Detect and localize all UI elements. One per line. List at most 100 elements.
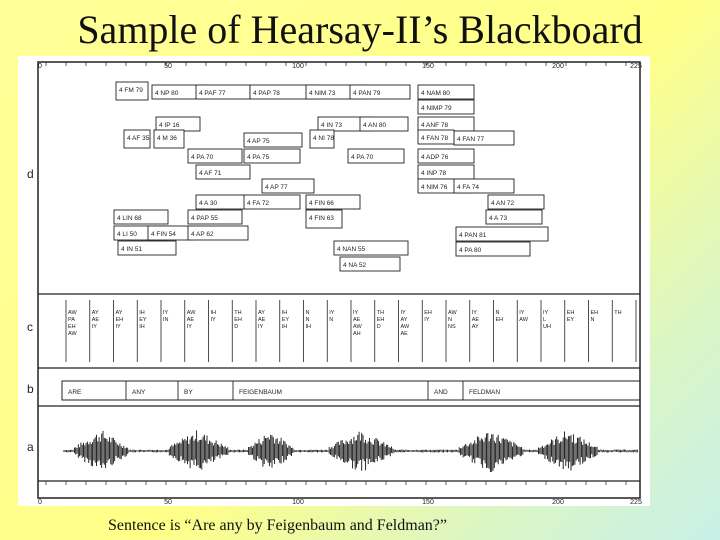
hypothesis-label: 4 PAN 79 [353, 90, 381, 97]
segment-label-line: AY [401, 317, 408, 323]
hypothesis-box: 4 M 36 [153, 129, 185, 149]
hypothesis-label: 4 NI 78 [313, 135, 334, 142]
hypothesis-rect [417, 129, 455, 145]
segment-label-line: AE [187, 317, 195, 323]
hypothesis-box: 4 PA 80 [455, 241, 531, 257]
hypothesis-label: 4 AN 80 [363, 122, 387, 129]
time-tick-label: 100 [292, 499, 304, 506]
segment-label-line: AY [116, 310, 123, 316]
hypothesis-box: 4 ADP 76 [417, 148, 475, 164]
hypothesis-label: 4 FAN 77 [457, 136, 484, 143]
hypothesis-box: 4 A 30 [195, 194, 251, 210]
hypothesis-rect [195, 164, 251, 180]
segment-label-line: IY [519, 310, 525, 316]
hypothesis-box: 4 AF 71 [195, 164, 251, 180]
hypothesis-label: 4 IN 73 [321, 122, 342, 129]
hypothesis-rect [333, 240, 409, 256]
time-tick-label: 0 [38, 499, 42, 506]
hypothesis-box: 4 FA 72 [243, 194, 301, 210]
segment-label-line: TH [614, 310, 621, 316]
segment-label-line: AW [68, 331, 77, 337]
hypothesis-box: 4 AN 72 [487, 194, 545, 210]
segment-label-line: IH [139, 324, 145, 330]
hypothesis-box: 4 FIN 66 [305, 194, 361, 210]
hypothesis-label: 4 NIMP 79 [421, 105, 452, 112]
word-hypothesis: ANY [132, 389, 146, 396]
segment-label-line: AE [258, 317, 266, 323]
hypothesis-rect [347, 148, 405, 164]
time-tick-label: 150 [422, 499, 434, 506]
hypothesis-label: 4 PAN 81 [459, 232, 487, 239]
hypothesis-rect [115, 81, 149, 101]
hypothesis-rect [455, 241, 531, 257]
hypothesis-box: 4 AP 62 [187, 225, 249, 241]
hypothesis-label: 4 NIM 73 [309, 90, 336, 97]
segment-label-line: AY [258, 310, 265, 316]
time-tick-label: 200 [552, 499, 564, 506]
hypothesis-rect [349, 84, 411, 100]
hypothesis-box: 4 INP 78 [417, 164, 475, 180]
segment-label-line: AW [68, 310, 77, 316]
hypothesis-label: 4 AF 71 [199, 170, 222, 177]
hypothesis-label: 4 FIN 63 [309, 215, 334, 222]
level-b-band [61, 380, 641, 401]
segment-label-line: AE [472, 317, 480, 323]
segment-label-line: N [591, 317, 595, 323]
level-label: d [27, 167, 34, 181]
hypothesis-box: 4 PAN 79 [349, 84, 411, 100]
hypothesis-label: 4 NIM 76 [421, 184, 448, 191]
hypothesis-label: 4 AF 35 [127, 135, 150, 142]
hypothesis-box: 4 FIN 54 [147, 225, 195, 241]
hypothesis-label: 4 PA 70 [351, 154, 374, 161]
segment-label-line: IY [116, 324, 122, 330]
hypothesis-box: 4 FM 79 [115, 81, 149, 101]
hypothesis-label: 4 PAF 77 [199, 90, 226, 97]
hypothesis-box: 4 ANF 78 [417, 116, 475, 132]
segment-label-line: UH [543, 324, 551, 330]
segment-label-line: AW [353, 324, 362, 330]
hypothesis-box: 4 FAN 77 [453, 130, 515, 146]
hypothesis-label: 4 A 73 [489, 215, 507, 222]
hypothesis-rect [153, 129, 185, 149]
hypothesis-rect [487, 194, 545, 210]
segment-label-line: IY [353, 310, 359, 316]
hypothesis-box: 4 FIN 63 [305, 209, 343, 229]
hypothesis-box: 4 AN 80 [359, 116, 409, 132]
hypothesis-label: 4 NAN 55 [337, 246, 366, 253]
segment-label-line: D [234, 324, 238, 330]
segment-label-line: IY [424, 317, 430, 323]
hypothesis-label: 4 A 30 [199, 200, 217, 207]
hypothesis-box: 4 LIN 68 [113, 209, 169, 225]
hypothesis-box: 4 PA 75 [243, 148, 301, 164]
diagram-frame [37, 61, 641, 499]
segment-label-line: IY [401, 310, 407, 316]
segment-label-line: N [329, 317, 333, 323]
hypothesis-box: 4 NAM 80 [417, 84, 475, 100]
hypothesis-label: 4 AN 72 [491, 200, 515, 207]
hypothesis-rect [359, 116, 409, 132]
level-label: c [27, 320, 33, 334]
hypothesis-rect [113, 209, 169, 225]
segment-label-line: IN [163, 317, 169, 323]
level-label: a [27, 440, 34, 454]
segment-label-line: IY [543, 310, 549, 316]
slide-title: Sample of Hearsay-II’s Blackboard [77, 7, 643, 52]
segment-label-line: IY [92, 324, 98, 330]
segment-label-line: AE [401, 331, 409, 337]
hypothesis-box: 4 PA 70 [347, 148, 405, 164]
hypothesis-label: 4 PAP 55 [191, 215, 218, 222]
hypothesis-label: 4 FIN 54 [151, 231, 176, 238]
